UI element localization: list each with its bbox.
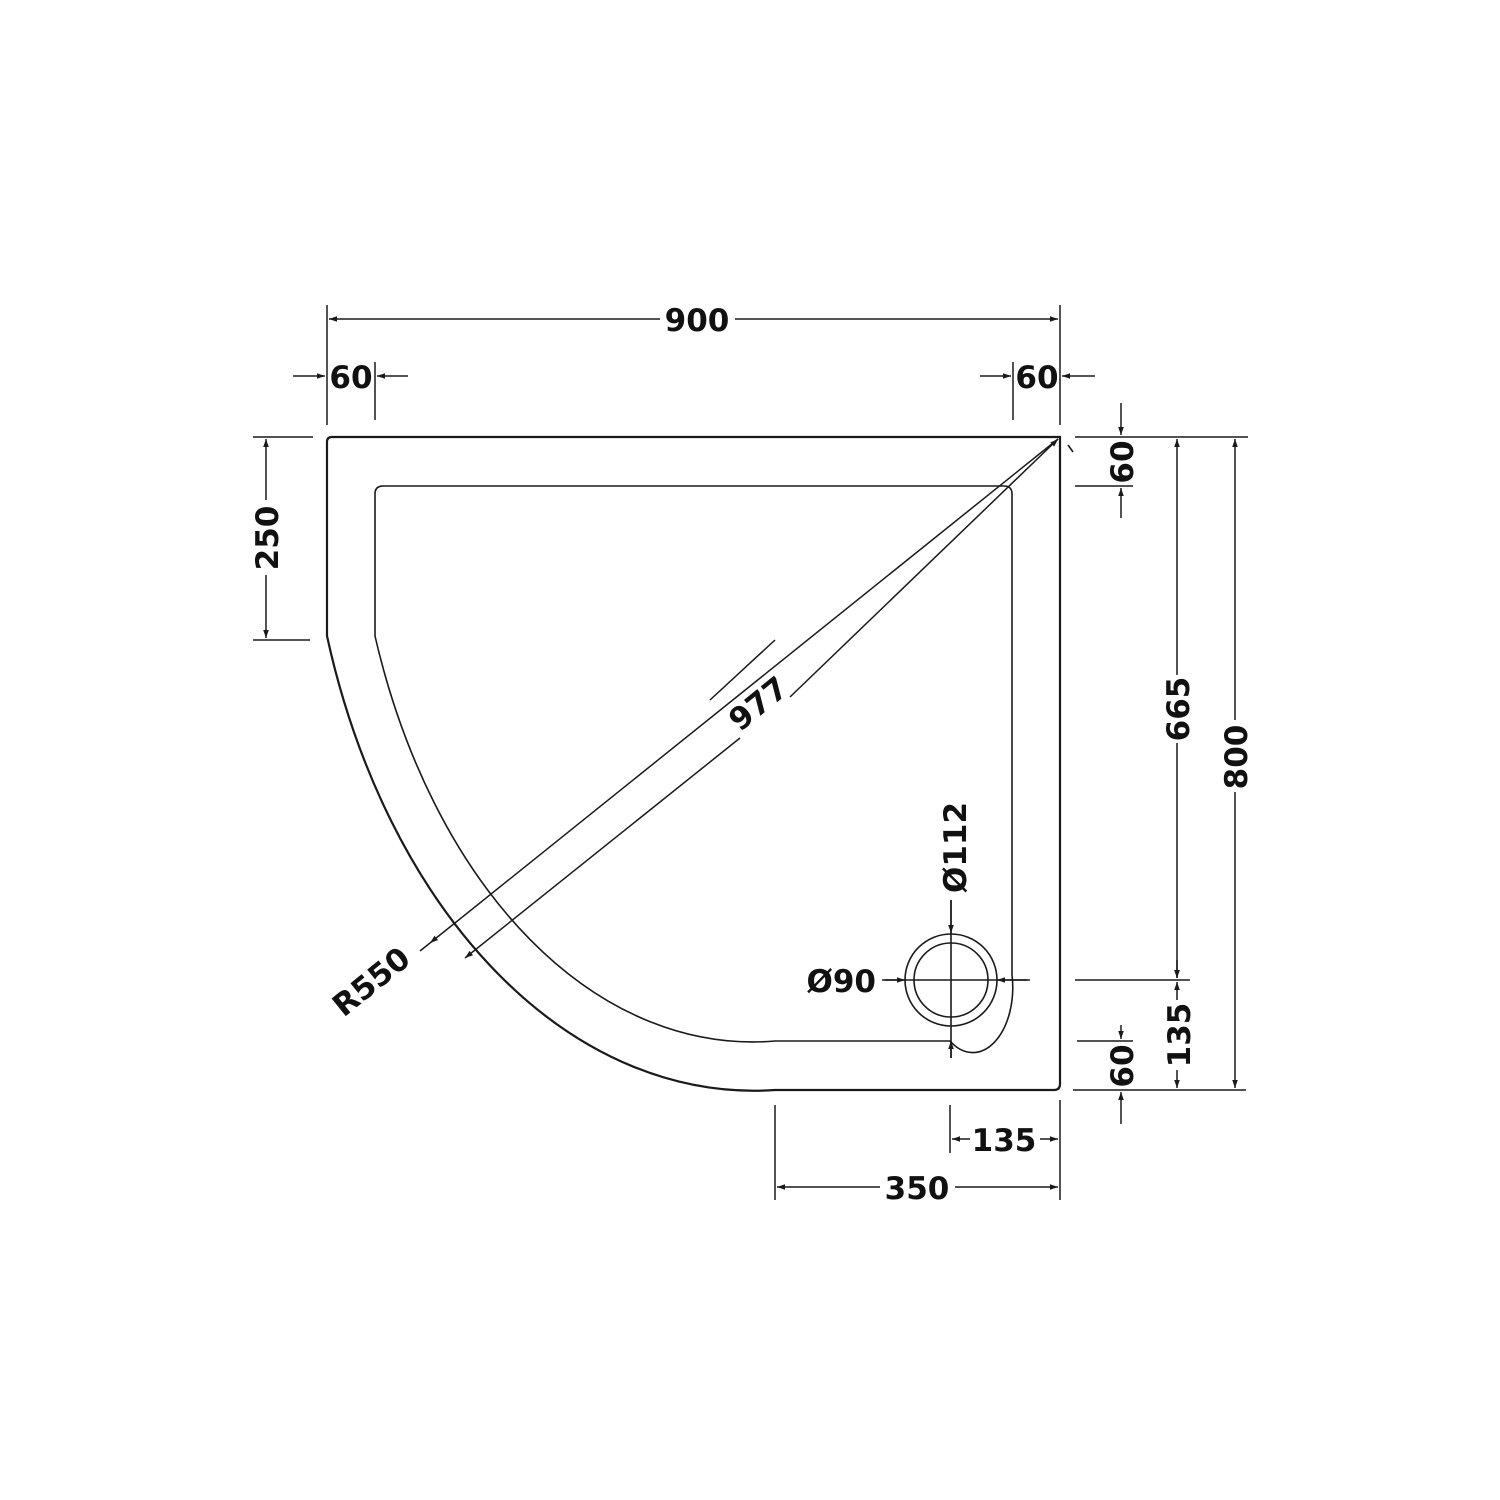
tray-inner-outline <box>374 485 1014 1054</box>
dim-right-top-rim: 60 <box>1105 440 1141 483</box>
dim-waste-to-right: 135 <box>972 1123 1037 1159</box>
dim-waste-inner-label: Ø90 <box>807 964 877 1000</box>
dim-bottom-straight-width: 350 <box>885 1171 950 1207</box>
dim-radius: R550 <box>326 940 418 1024</box>
dim-bottom-rim: 60 <box>1105 1044 1141 1087</box>
dim-overall-depth: 800 <box>1219 725 1255 790</box>
dim-overall-width: 900 <box>665 303 730 339</box>
dim-top-right-rim: 60 <box>1015 360 1058 396</box>
dim-waste-to-bottom: 135 <box>1162 1003 1198 1068</box>
dim-diagonal: 977 <box>722 670 795 739</box>
dim-waste-outer-label: Ø112 <box>938 802 974 893</box>
dim-left-straight-height: 250 <box>250 506 286 571</box>
dim-right-inner-to-waste: 665 <box>1161 677 1197 742</box>
tray-outer-outline <box>325 435 1062 1092</box>
waste-outlet <box>882 900 1030 1058</box>
dim-top-left-rim: 60 <box>329 360 372 396</box>
